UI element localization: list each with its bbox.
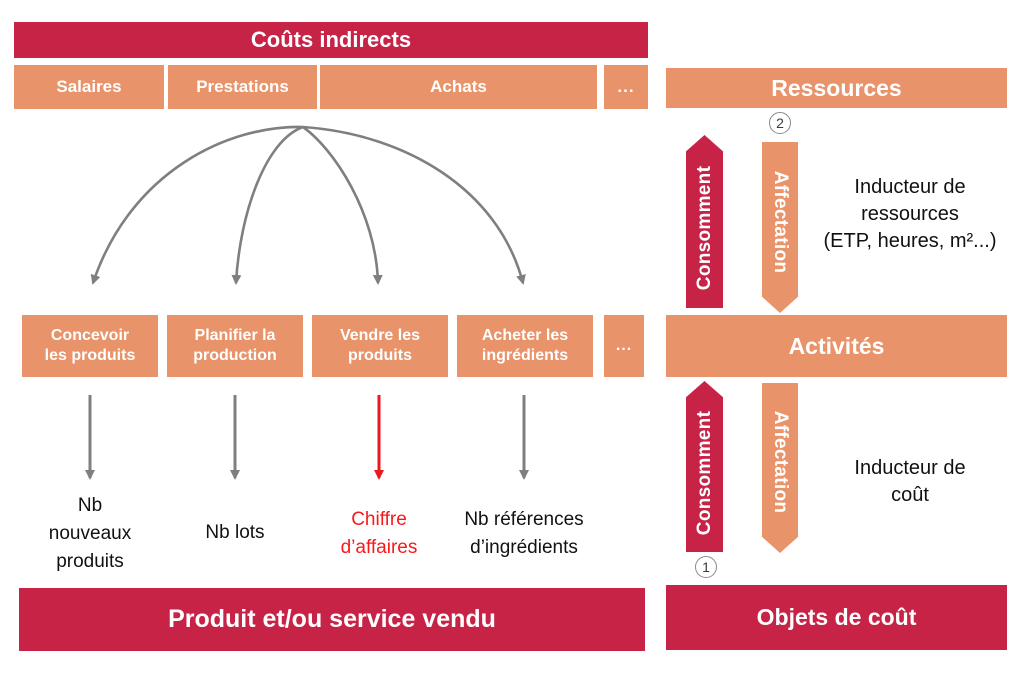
cost-item-achats: Achats bbox=[320, 65, 597, 109]
product-service-footer: Produit et/ou service vendu bbox=[19, 588, 645, 651]
activities-bar: Activités bbox=[666, 315, 1007, 377]
allocation-arrow-label: Affectation bbox=[770, 170, 791, 273]
consume-arrow-up-bottom: Consomment bbox=[686, 381, 723, 552]
consume-arrow-up-top: Consomment bbox=[686, 135, 723, 308]
consume-arrow-label: Consomment bbox=[693, 410, 715, 535]
curved-allocation-arrows bbox=[90, 125, 526, 285]
step-badge-1: 1 bbox=[695, 556, 717, 578]
activity-vendre: Vendre les produits bbox=[312, 315, 448, 377]
curve-arrow-2 bbox=[231, 125, 304, 285]
cost-objects-bar: Objets de coût bbox=[666, 585, 1007, 650]
activity-ellipsis: ... bbox=[604, 315, 644, 377]
curve-arrow-4 bbox=[302, 125, 526, 285]
cost-item-salaires: Salaires bbox=[14, 65, 164, 109]
resources-bar: Ressources bbox=[666, 68, 1007, 108]
cost-item-prestations: Prestations bbox=[168, 65, 317, 109]
driver-label-nouveaux-produits: Nb nouveaux produits bbox=[48, 495, 132, 572]
resource-driver-text: Inducteur de ressources (ETP, heures, m²… bbox=[823, 176, 997, 252]
step-badge-2: 2 bbox=[769, 112, 791, 134]
activity-planifier: Planifier la production bbox=[167, 315, 303, 377]
curve-arrow-3 bbox=[302, 125, 383, 285]
allocation-arrow-down-bottom: Affectation bbox=[762, 383, 798, 553]
allocation-arrow-label: Affectation bbox=[770, 410, 791, 514]
cost-driver-text: Inducteur de coût bbox=[854, 457, 966, 506]
driver-arrows bbox=[85, 395, 529, 480]
driver-label-chiffre-affaires: Chiffre d’affaires bbox=[340, 509, 418, 558]
indirect-costs-header: Coûts indirects bbox=[14, 22, 648, 58]
allocation-arrow-down-top: Affectation bbox=[762, 142, 798, 313]
activity-acheter: Acheter les ingrédients bbox=[457, 315, 593, 377]
activity-concevoir: Concevoir les produits bbox=[22, 315, 158, 377]
driver-label-references-ingredients: Nb références d’ingrédients bbox=[464, 509, 584, 558]
cost-item-ellipsis: ... bbox=[604, 65, 648, 109]
consume-arrow-label: Consomment bbox=[693, 165, 715, 290]
curve-arrow-1 bbox=[90, 125, 304, 285]
driver-label-nb-lots: Nb lots bbox=[205, 522, 265, 543]
